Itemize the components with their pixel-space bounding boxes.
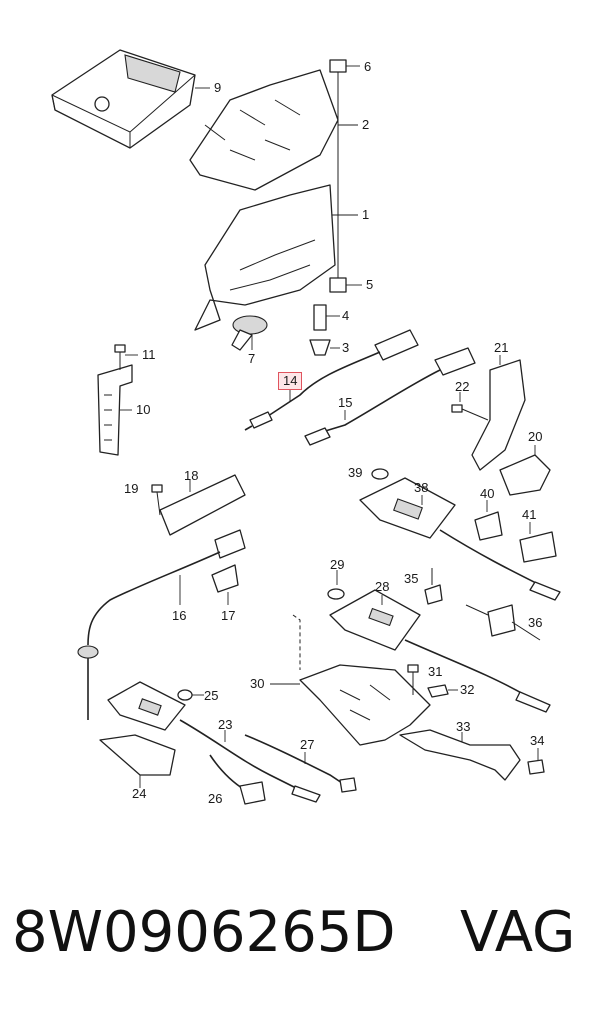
callout-30: 30 [250,676,265,691]
callout-14-highlighted: 14 [278,372,303,390]
part-10-bracket [97,344,138,456]
callout-38: 38 [414,480,429,495]
callout-29: 29 [330,557,345,572]
brand-text: VAG [460,900,576,965]
callout-3: 3 [342,340,350,355]
part-14-sensor [244,329,419,431]
callout-21: 21 [494,340,509,355]
part-9-control-unit [51,49,210,149]
part-18-bracket [151,474,246,536]
part-28-control-unit [327,570,551,713]
part-38-control-unit [359,468,561,601]
callout-24: 24 [132,786,147,801]
callout-1: 1 [362,207,370,222]
part-24-control-unit [99,681,204,788]
part-23-sensor [179,719,321,803]
callout-4: 4 [342,308,350,323]
callout-16: 16 [172,608,187,623]
callout-15: 15 [338,395,353,410]
callout-22: 22 [455,379,470,394]
part-27-wire [244,734,357,793]
callout-32: 32 [460,682,475,697]
bolt-column [309,59,362,356]
callout-33: 33 [456,719,471,734]
part-15-sensor [304,347,476,446]
callout-35: 35 [404,571,419,586]
part-16-temperature-sensor [77,529,246,720]
part-35-sensor [424,568,541,641]
callout-10: 10 [136,402,151,417]
part-33-bracket [399,729,545,781]
callout-7: 7 [248,351,256,366]
part-26-connector [209,754,266,805]
callout-9: 9 [214,80,222,95]
callout-40: 40 [480,486,495,501]
part-7-grommet [231,315,268,351]
callout-18: 18 [184,468,199,483]
exploded-parts-diagram [51,49,561,805]
callout-19: 19 [124,481,139,496]
callout-39: 39 [348,465,363,480]
callout-6: 6 [364,59,372,74]
callout-36: 36 [528,615,543,630]
part-1-housing [194,184,358,331]
part-17-clip [211,564,239,605]
part-30-mounting-plate [270,614,458,746]
callout-2: 2 [362,117,370,132]
callout-27: 27 [300,737,315,752]
callout-31: 31 [428,664,443,679]
callout-41: 41 [522,507,537,522]
callout-23: 23 [218,717,233,732]
callout-17: 17 [221,608,236,623]
callout-5: 5 [366,277,374,292]
callout-25: 25 [204,688,219,703]
part-40-bracket [474,500,557,563]
callout-28: 28 [375,579,390,594]
callout-11: 11 [142,347,156,362]
part-21-bracket [451,355,551,496]
part-number-text: 8W0906265D [12,900,396,965]
callout-26: 26 [208,791,223,806]
callout-20: 20 [528,429,543,444]
callout-34: 34 [530,733,545,748]
